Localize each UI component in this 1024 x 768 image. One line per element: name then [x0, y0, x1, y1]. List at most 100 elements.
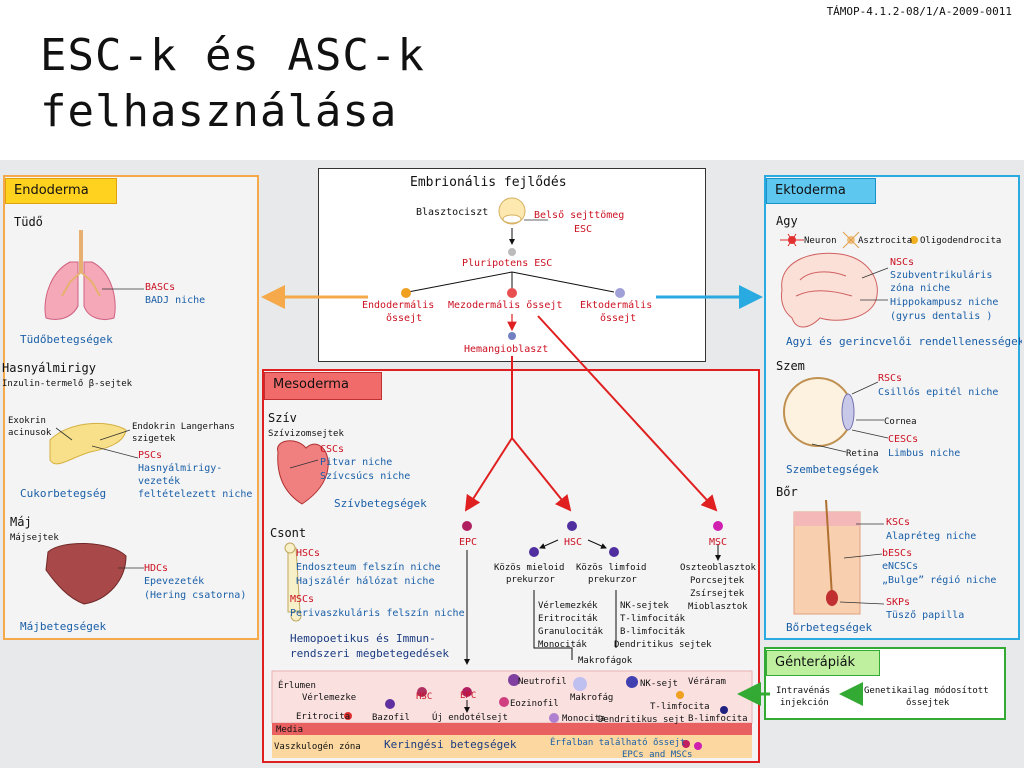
liver-icon — [45, 543, 127, 605]
iv-injection-1: Intravénás — [776, 686, 831, 696]
myeloid-item-2: Eritrociták — [538, 614, 598, 624]
myeloid-item-1: Vérlemezkék — [538, 601, 598, 611]
media-label: Media — [276, 725, 304, 735]
wall-stem-cell-label-2: EPCs and MSCs — [622, 750, 693, 760]
msc-node-label: MSC — [709, 537, 728, 548]
lymphoid-item-4: Dendritikus sejtek — [614, 640, 712, 650]
skp-label: SKPs — [886, 597, 911, 608]
b-lymphocyte-label: B-limfocita — [688, 714, 748, 724]
myeloid-item-3: Granulociták — [538, 627, 604, 637]
msc-item-4: Mioblasztok — [688, 602, 748, 612]
msc-item-2: Porcsejtek — [690, 576, 745, 586]
myeloid-label-1: Közös mieloid — [494, 563, 565, 573]
new-endothelial-label: Új endotélsejt — [432, 713, 508, 723]
basc-label: BASCs — [145, 282, 176, 293]
nsc-niche-2: zóna niche — [890, 283, 951, 294]
lymphoid-item-3: B-limfociták — [620, 627, 686, 637]
hdc-niche-1: Epevezeték — [144, 576, 205, 587]
msc-item-1: Oszteoblasztok — [680, 563, 756, 573]
lymphoid-item-2: T-limfociták — [620, 614, 686, 624]
liver-heading: Máj — [10, 515, 32, 529]
skin-disease: Bőrbetegségek — [786, 621, 873, 634]
neuron-label: Neuron — [804, 236, 837, 246]
mesoderm-title: Mesoderma — [264, 372, 382, 400]
encsc-label: eNCSCs — [882, 561, 919, 572]
skin-heading: Bőr — [776, 485, 798, 499]
msc-label: MSCs — [290, 594, 315, 605]
hsc-icon — [567, 521, 577, 531]
iv-injection-2: injekción — [780, 698, 829, 708]
lymphoid-item-1: NK-sejtek — [620, 601, 669, 611]
psc-niche-3: feltételezett niche — [138, 489, 253, 500]
psc-niche-2: vezeték — [138, 476, 181, 487]
cornea-label: Cornea — [884, 417, 917, 427]
astrocyte-label: Asztrocita — [858, 236, 913, 246]
endoderm-title: Endoderma — [5, 178, 117, 204]
brain-disease: Agyi és gerincvelői rendellenességek — [786, 336, 1022, 348]
lung-heading: Tüdő — [14, 215, 43, 229]
heart-icon — [277, 440, 329, 505]
skp-niche: Tüsző papilla — [886, 610, 965, 621]
hemo-disease-2: rendszeri megbetegedések — [290, 647, 449, 660]
nk-cell-label: NK-sejt — [640, 679, 678, 689]
retina-label: Retina — [846, 449, 879, 459]
endodermal-stem-cell-icon — [401, 288, 411, 298]
wall-stem-cell-label-1: Érfalban található őssejt — [550, 738, 686, 748]
csc-niche-2: Szívcsúcs niche — [320, 471, 411, 482]
liver-subheading: Májsejtek — [10, 533, 59, 543]
erythrocyte-label: Eritrocita — [296, 712, 351, 722]
eye-heading: Szem — [776, 359, 805, 373]
lung-disease: Tüdőbetegségek — [20, 333, 113, 346]
inner-cell-mass-esc: ESC — [574, 224, 593, 235]
msc-icon — [713, 521, 723, 531]
cesc-label: CESCs — [888, 434, 919, 445]
pancreas-subheading: Inzulin-termelő β-sejtek — [2, 379, 133, 389]
liver-disease: Májbetegségek — [20, 620, 107, 633]
hemangioblast-icon — [508, 332, 516, 340]
vasculogenic-zone-label: Vaszkulogén zóna — [274, 742, 361, 752]
neutrophil-label: Neutrofil — [518, 677, 567, 687]
msc-niche: Perivaszkuláris felszín niche — [290, 608, 465, 619]
cesc-niche: Limbus niche — [888, 448, 961, 459]
nsc-niche-3: Hippokampusz niche — [890, 297, 999, 308]
lymphoid-label-2: prekurzor — [588, 575, 637, 585]
gene-therapy-title: Génterápiák — [766, 650, 880, 676]
exocrine-label-1: Exokrin — [8, 416, 46, 426]
besc-label: bESCs — [882, 548, 913, 559]
msc-item-3: Zsírsejtek — [690, 589, 745, 599]
basophil-label: Bazofil — [372, 713, 410, 723]
hdc-label: HDCs — [144, 563, 169, 574]
platelet-label: Vérlemezke — [302, 693, 357, 703]
rsc-niche: Csillós epitél niche — [878, 387, 999, 398]
eye-disease: Szembetegségek — [786, 463, 879, 476]
csc-niche-1: Pitvar niche — [320, 457, 393, 468]
mesodermal-stem-cell-icon — [507, 288, 517, 298]
ectodermal-stem-cell-icon — [615, 288, 625, 298]
heart-disease: Szívbetegségek — [334, 497, 427, 510]
heart-subheading: Szívizomsejtek — [268, 429, 344, 439]
hsc-node-label: HSC — [564, 537, 583, 548]
dendritic-label: Dendritikus sejt — [598, 715, 685, 725]
pluripotent-esc-icon — [508, 248, 516, 256]
ksc-label: KSCs — [886, 517, 911, 528]
lung-icon — [44, 261, 116, 320]
endodermal-label-1: Endodermális — [362, 300, 435, 311]
oligodendrocyte-label: Oligodendrocita — [920, 236, 1002, 246]
lumen-label: Érlumen — [278, 681, 316, 691]
endodermal-label-2: őssejt — [386, 313, 423, 324]
monocyte-label: Monocita — [562, 714, 606, 724]
ectoderm-title: Ektoderma — [766, 178, 876, 204]
bulge-niche: „Bulge” régió niche — [882, 575, 997, 586]
csc-label: CSCs — [320, 444, 345, 455]
macrophage-label: Makrofágok — [578, 656, 633, 666]
vessel-wall-zone — [272, 735, 752, 758]
inner-cell-mass-label: Belső sejttömeg — [534, 210, 625, 221]
nsc-label: NSCs — [890, 257, 915, 268]
lymphoid-label-1: Közös limfoid — [576, 563, 647, 573]
mesodermal-label: Mezodermális őssejt — [448, 300, 563, 311]
pancreas-icon — [49, 422, 127, 465]
oligodendrocyte-icon — [910, 236, 918, 244]
ectodermal-label-1: Ektodermális — [580, 300, 653, 311]
badj-niche-label: BADJ niche — [145, 295, 206, 306]
